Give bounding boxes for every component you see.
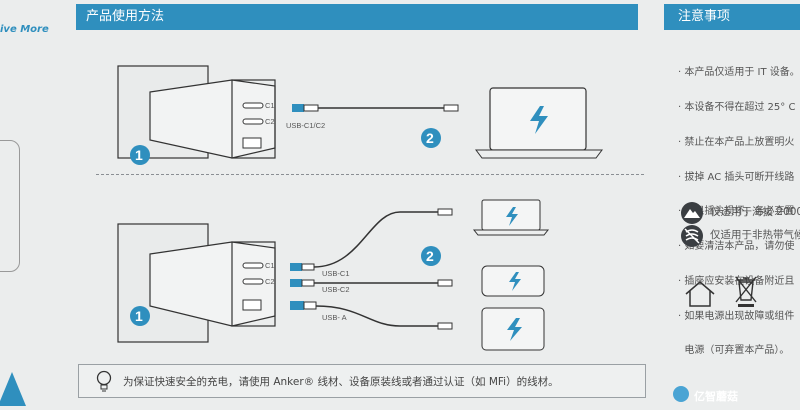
left-device-outline <box>0 140 20 272</box>
left-logo-fragment <box>0 372 26 406</box>
step-1-top <box>130 145 150 165</box>
port-label-c2: C2 <box>265 117 275 126</box>
usb-c-plug-top <box>292 104 304 112</box>
note-item: · 本产品仅适用于 IT 设备。 <box>678 67 800 79</box>
tip-box: 为保证快速安全的充电，请使用 Anker® 线材、设备原装线或者通过认证（如 M… <box>78 364 646 398</box>
svg-text:2: 2 <box>426 130 434 146</box>
altitude-note: 仅适用于海拔 2000m <box>710 206 800 218</box>
cable-label-usb-c2: USB-C2 <box>322 285 350 294</box>
note-item: 电源（可弃置本产品）。 <box>678 345 790 357</box>
brand-fragment: ive More <box>0 24 49 35</box>
section-divider <box>96 174 644 175</box>
notes-title-bar: 注意事项 <box>664 4 800 30</box>
tip-text: 为保证快速安全的充电，请使用 Anker® 线材、设备原装线或者通过认证（如 M… <box>123 376 559 388</box>
step-2-bottom <box>421 246 441 266</box>
svg-text:1: 1 <box>135 308 143 324</box>
cable-label-usb-c1: USB-C1 <box>322 269 350 278</box>
page-title-bar: 产品使用方法 <box>76 4 638 30</box>
climate-icon <box>681 225 703 247</box>
port-label-c1-bottom: C1 <box>265 261 275 270</box>
notes-title: 注意事项 <box>678 9 731 24</box>
svg-text:2: 2 <box>426 248 434 264</box>
altitude-icon <box>681 202 703 224</box>
note-item: · 本设备不得在超过 25° C <box>678 101 796 113</box>
watermark-text: 亿智蘑菇 <box>694 390 738 403</box>
weee-bin-icon <box>735 276 757 307</box>
port-label-c2-bottom: C2 <box>265 277 275 286</box>
cable-label-top: USB-C1/C2 <box>286 121 325 130</box>
lightbulb-icon <box>96 370 112 392</box>
note-item: · 禁止在本产品上放置明火 <box>678 136 795 148</box>
step-1-bottom <box>130 306 150 326</box>
charging-icon <box>530 106 548 134</box>
svg-text:1: 1 <box>135 147 143 163</box>
climate-note: 仅适用于非热带气候 <box>710 229 800 241</box>
cable-label-usb-a: USB- A <box>322 313 347 322</box>
note-item: · 如果插头损坏，务必弃置 <box>678 206 795 218</box>
indoor-use-icon <box>685 281 715 307</box>
note-item: · 拔掉 AC 插头可断开线路 <box>678 171 795 183</box>
watermark-badge <box>673 386 689 402</box>
port-label-c1: C1 <box>265 101 275 110</box>
note-item: · 如要清洁本产品，请勿使 <box>678 241 795 253</box>
note-item: · 如果电源出现故障或组件 <box>678 310 795 322</box>
step-2-top <box>421 128 441 148</box>
page-title: 产品使用方法 <box>86 9 165 24</box>
